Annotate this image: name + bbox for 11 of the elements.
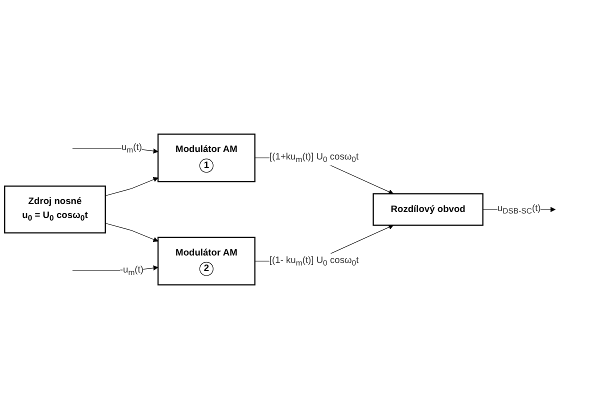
arrow [105, 177, 158, 196]
edge-label: u$_{DSB-SC}$(t) [497, 204, 541, 216]
edge-label: [(1+ku$_{m}$(t)] U$_{0}$ cosω$_{0}$t [270, 152, 359, 164]
node-box: Zdroj nosné u$_{0}$ = U$_{0}$ cosω$_{0}$t [4, 186, 106, 234]
arrow [105, 222, 158, 242]
node-box: Modulátor AM 1 [157, 134, 256, 182]
edge-label: -u$_{m}$(t) [120, 264, 144, 277]
edge-label: u$_{m}$(t) [121, 142, 142, 154]
node-box: Rozdílový obvod [372, 193, 484, 226]
edge-label: [(1- ku$_{m}$(t)] U$_{0}$ cosω$_{0}$t [269, 255, 359, 267]
node-box: Modulátor AM 2 [157, 236, 256, 286]
